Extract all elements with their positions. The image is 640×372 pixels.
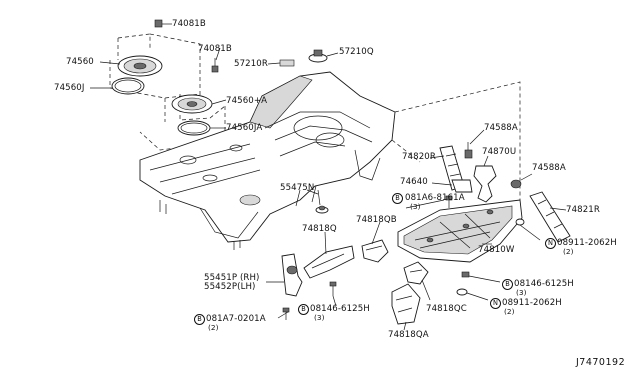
bolt-08146-right <box>461 271 501 283</box>
grommet-55475n <box>315 189 329 214</box>
qty-081a6: (3) <box>410 202 421 211</box>
label-55475n: 55475N <box>280 183 315 193</box>
qty-081a7: (2) <box>208 323 219 332</box>
label-74820r: 74820R <box>402 152 436 162</box>
ring-74560ja <box>177 120 211 136</box>
label-74560j: 74560J <box>54 83 85 93</box>
label-74810w: 74810W <box>478 245 515 255</box>
marker-b-081a7: B <box>194 314 205 325</box>
diagram-code: J7470192 <box>576 357 626 368</box>
block-57210r <box>267 59 295 67</box>
label-08146-right: 08146-6125H <box>514 279 574 289</box>
clip-74081b-mid <box>211 58 219 73</box>
label-081a6: 081A6-8161A <box>405 193 465 203</box>
marker-b-08146-right: B <box>502 279 513 290</box>
label-08146-mid: 08146-6125H <box>310 304 370 314</box>
label-74588a-top: 74588A <box>484 123 518 133</box>
cap-57210q <box>308 49 339 63</box>
label-74560: 74560 <box>66 57 94 67</box>
marker-n-08911-right: N <box>545 238 556 249</box>
label-57210r: 57210R <box>234 59 268 69</box>
qty-08146-right: (3) <box>516 288 527 297</box>
pad-74560 <box>99 55 163 77</box>
undercover-74810w <box>397 199 523 263</box>
label-08911-bottom: 08911-2062H <box>502 298 562 308</box>
label-74640: 74640 <box>400 177 428 187</box>
label-55451p: 55451P (RH) <box>204 273 260 283</box>
nut-08911-bottom <box>456 288 489 301</box>
label-74081b-top: 74081B <box>172 19 206 29</box>
qty-08911-bottom: (2) <box>504 307 515 316</box>
label-57210q: 57210Q <box>339 47 374 57</box>
qty-08146-mid: (3) <box>314 313 325 322</box>
protector-74818qb <box>361 239 389 263</box>
label-74821r: 74821R <box>566 205 600 215</box>
nut-08911-right <box>515 218 541 241</box>
floor-panel <box>139 71 396 250</box>
label-74588a-right: 74588A <box>532 163 566 173</box>
qty-08911-right: (2) <box>563 247 574 256</box>
clip-74081b-top <box>154 19 172 28</box>
leader-lines <box>210 47 567 331</box>
label-081a7: 081A7-0201A <box>206 314 266 324</box>
pad-74560a <box>171 94 213 114</box>
stay-74821r <box>529 191 571 243</box>
label-74818qb: 74818QB <box>356 215 397 225</box>
label-08911-right: 08911-2062H <box>557 238 617 248</box>
label-74818qc: 74818QC <box>426 304 467 314</box>
right-group-dashed-box <box>391 81 521 200</box>
label-74560a: 74560+A <box>226 96 268 106</box>
label-74560ja: 74560JA <box>226 123 263 133</box>
protector-74818q <box>303 245 355 279</box>
marker-b-081a6: B <box>392 193 403 204</box>
label-74870u: 74870U <box>482 147 517 157</box>
bracket-74870u <box>473 155 497 203</box>
marker-n-08911-bottom: N <box>490 298 501 309</box>
label-55452p: 55452P(LH) <box>204 282 256 292</box>
clip-74588a-top <box>464 142 473 159</box>
label-74818qa: 74818QA <box>388 330 429 340</box>
bolt-08146-mid <box>329 281 337 307</box>
bracket-74640 <box>431 179 473 193</box>
clip-74588a-right <box>510 173 533 189</box>
protector-74818qa <box>391 283 421 325</box>
label-74081b-mid: 74081B <box>198 44 232 54</box>
marker-b-08146-mid: B <box>298 304 309 315</box>
ring-74560j <box>90 77 145 95</box>
bolt-081a7 <box>282 307 290 320</box>
bracket-55451p-55452p <box>266 253 303 297</box>
protector-74818qc <box>403 261 431 301</box>
label-74818q: 74818Q <box>302 224 337 234</box>
bolt-081a6 <box>445 195 453 208</box>
